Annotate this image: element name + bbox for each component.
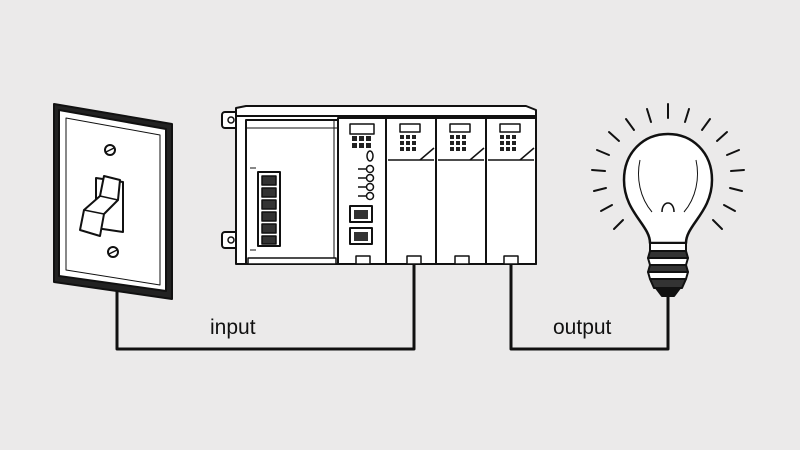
bulb-base [647,242,689,297]
wire-group [115,262,670,351]
cpu-module [337,117,387,265]
output-wire [509,262,670,351]
io-module-2 [435,117,487,265]
light-bulb-icon [591,103,745,297]
io-module-1 [385,117,437,265]
output-label: output [553,316,612,339]
input-wire [115,262,416,351]
bulb-glass [622,132,714,245]
input-label: input [210,316,256,339]
power-supply-module [245,119,339,265]
light-rays [591,103,745,230]
toggle-lever [79,175,121,237]
io-module-3 [485,117,537,265]
wall-switch-icon [53,103,173,300]
plc-rack-icon [221,105,537,265]
